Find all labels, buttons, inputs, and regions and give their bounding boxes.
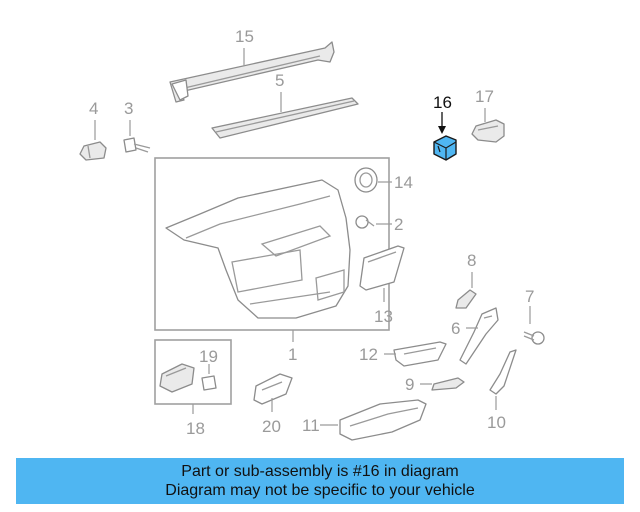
part-1-outline-box	[154, 157, 390, 331]
part-15-window-trim-strip	[169, 41, 335, 103]
callout-16: 16	[433, 93, 452, 112]
callout-11: 11	[302, 416, 320, 435]
part-9-small-bezel	[431, 377, 465, 391]
part-7-screw	[523, 331, 545, 345]
part-11-armrest	[339, 399, 427, 441]
callout-2: 2	[394, 215, 403, 234]
part-13-panel-insert	[359, 245, 405, 291]
part-5-belt-molding	[211, 97, 359, 139]
callout-7: 7	[525, 287, 534, 306]
banner-line-2: Diagram may not be specific to your vehi…	[165, 482, 475, 499]
part-17-switch-bezel	[471, 119, 505, 143]
callout-8: 8	[467, 251, 476, 270]
callout-1: 1	[288, 345, 297, 364]
callout-6: 6	[451, 319, 460, 338]
callout-19: 19	[199, 347, 218, 366]
banner-line-1: Part or sub-assembly is #16 in diagram	[181, 463, 459, 480]
part-19-connector	[201, 375, 217, 391]
callout-12: 12	[359, 345, 378, 364]
info-banner: Part or sub-assembly is #16 in diagram D…	[16, 458, 624, 504]
callout-18: 18	[186, 419, 205, 438]
part-3-screw	[123, 137, 151, 153]
callout-14: 14	[394, 173, 413, 192]
callout-3: 3	[124, 99, 133, 118]
callout-10: 10	[487, 413, 506, 432]
callout-15: 15	[235, 27, 254, 46]
part-10-trim-strip	[489, 349, 517, 395]
part-20-handle-housing	[253, 373, 293, 405]
callout-20: 20	[262, 417, 281, 436]
part-1-door-trim-panel	[165, 179, 351, 319]
part-14-speaker-cover	[354, 167, 378, 193]
part-6-bracket	[459, 307, 499, 365]
callout-9: 9	[405, 375, 414, 394]
part-8-handle-bezel	[455, 289, 477, 309]
callout-5: 5	[275, 71, 284, 90]
part-2-fastener	[355, 215, 375, 229]
arrow-16	[438, 126, 446, 134]
part-16-highlighted-component	[433, 135, 457, 161]
callout-17: 17	[475, 87, 494, 106]
part-12-handle-trim	[393, 341, 447, 367]
callout-4: 4	[89, 99, 98, 118]
part-18-switch-assembly	[159, 363, 195, 393]
part-4-retainer-clip	[79, 141, 107, 161]
callout-13: 13	[374, 307, 393, 326]
